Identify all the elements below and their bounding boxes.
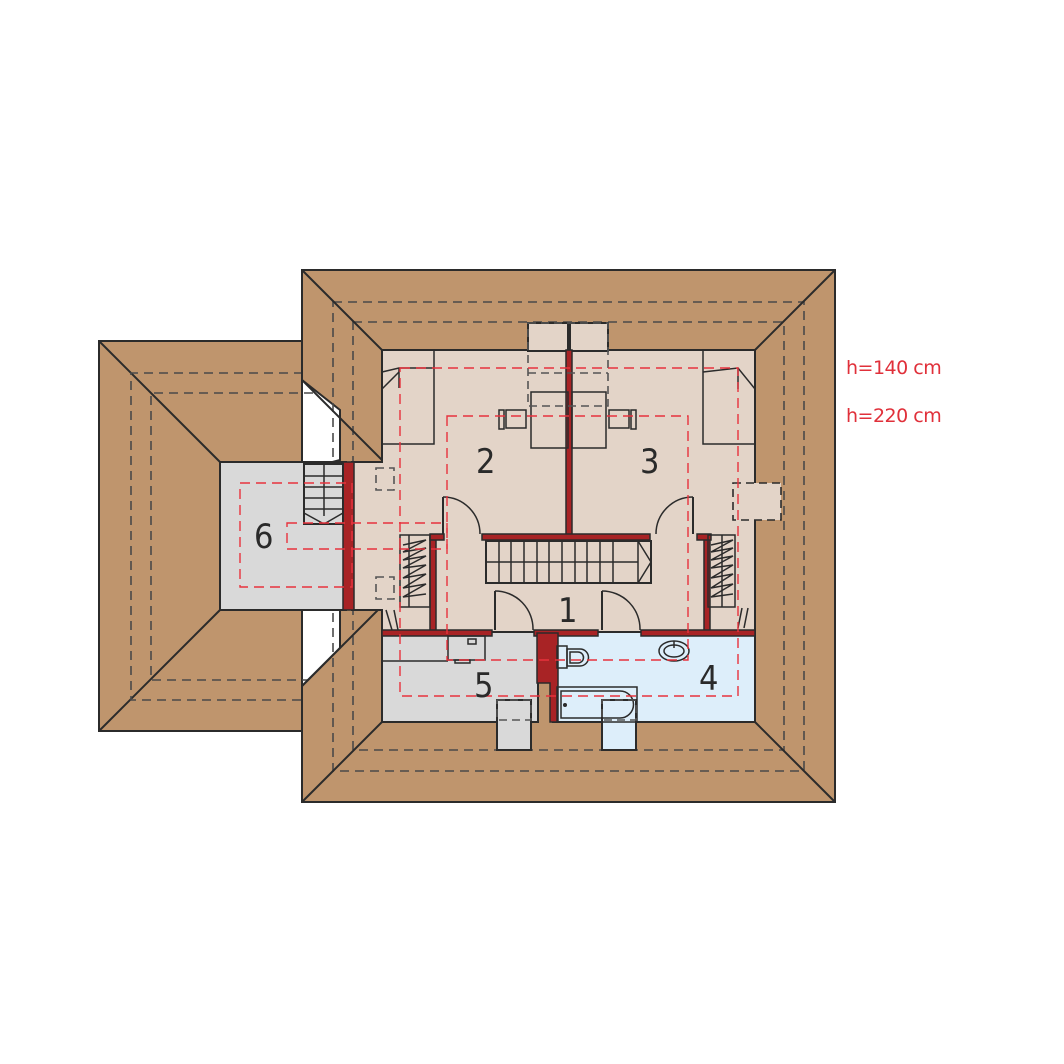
central-stairs	[485, 540, 652, 584]
legend-h140: h=140 cm	[846, 357, 942, 379]
height-line-140	[239, 367, 739, 697]
furniture	[375, 322, 756, 723]
garage-stairs	[303, 463, 344, 525]
legend-h220: h=220 cm	[846, 405, 942, 427]
room-4-floor	[552, 631, 756, 723]
room-label-6: 6	[254, 517, 273, 557]
room-label-5: 5	[474, 666, 493, 706]
room-label-1: 1	[558, 591, 577, 631]
room-label-2: 2	[476, 442, 495, 482]
room-label-4: 4	[699, 659, 718, 699]
room-6-floor	[219, 461, 347, 611]
height-line-220	[286, 415, 689, 661]
doors	[442, 496, 694, 631]
room-label-3: 3	[640, 442, 659, 482]
